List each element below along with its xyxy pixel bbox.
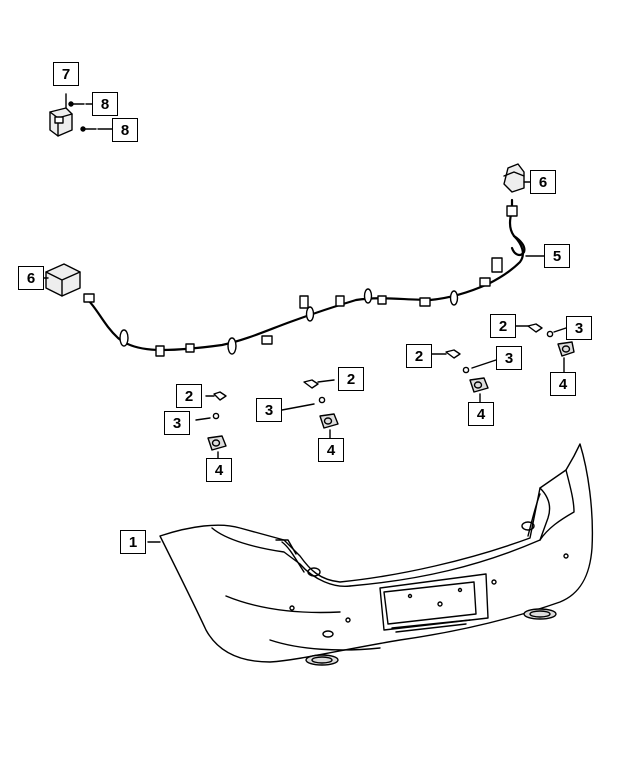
sensor-module-part-6-left (45, 263, 81, 297)
sensor-assembly-c (431, 349, 497, 403)
callout-6-left: 6 (18, 266, 44, 290)
callout-4-c: 4 (468, 402, 494, 426)
harness-connectors (83, 205, 518, 357)
callout-6-right: 6 (530, 170, 556, 194)
callout-3-d: 3 (566, 316, 592, 340)
screw-part-8-upper (68, 101, 85, 107)
callout-2-b: 2 (338, 367, 364, 391)
callout-7: 7 (53, 62, 79, 86)
callout-4-d: 4 (550, 372, 576, 396)
callout-4-b: 4 (318, 438, 344, 462)
callout-5: 5 (544, 244, 570, 268)
screw-part-8-lower (80, 126, 97, 132)
callout-4-a: 4 (206, 458, 232, 482)
wiring-harness-part-5 (86, 198, 526, 352)
callout-2-a: 2 (176, 384, 202, 408)
callout-1: 1 (120, 530, 146, 554)
sensor-assembly-d (515, 323, 575, 373)
module-part-7 (49, 107, 73, 137)
callout-2-c: 2 (406, 344, 432, 368)
callout-3-a: 3 (164, 411, 190, 435)
callout-8-upper: 8 (92, 92, 118, 116)
callout-2-d: 2 (490, 314, 516, 338)
callout-3-c: 3 (496, 346, 522, 370)
sensor-module-part-6-right (503, 163, 525, 193)
sensor-assembly-a (195, 391, 227, 459)
callout-8-lower: 8 (112, 118, 138, 142)
sensor-assembly-b (281, 379, 339, 439)
rear-bumper-fascia-part-1 (159, 443, 594, 666)
callout-3-b: 3 (256, 398, 282, 422)
